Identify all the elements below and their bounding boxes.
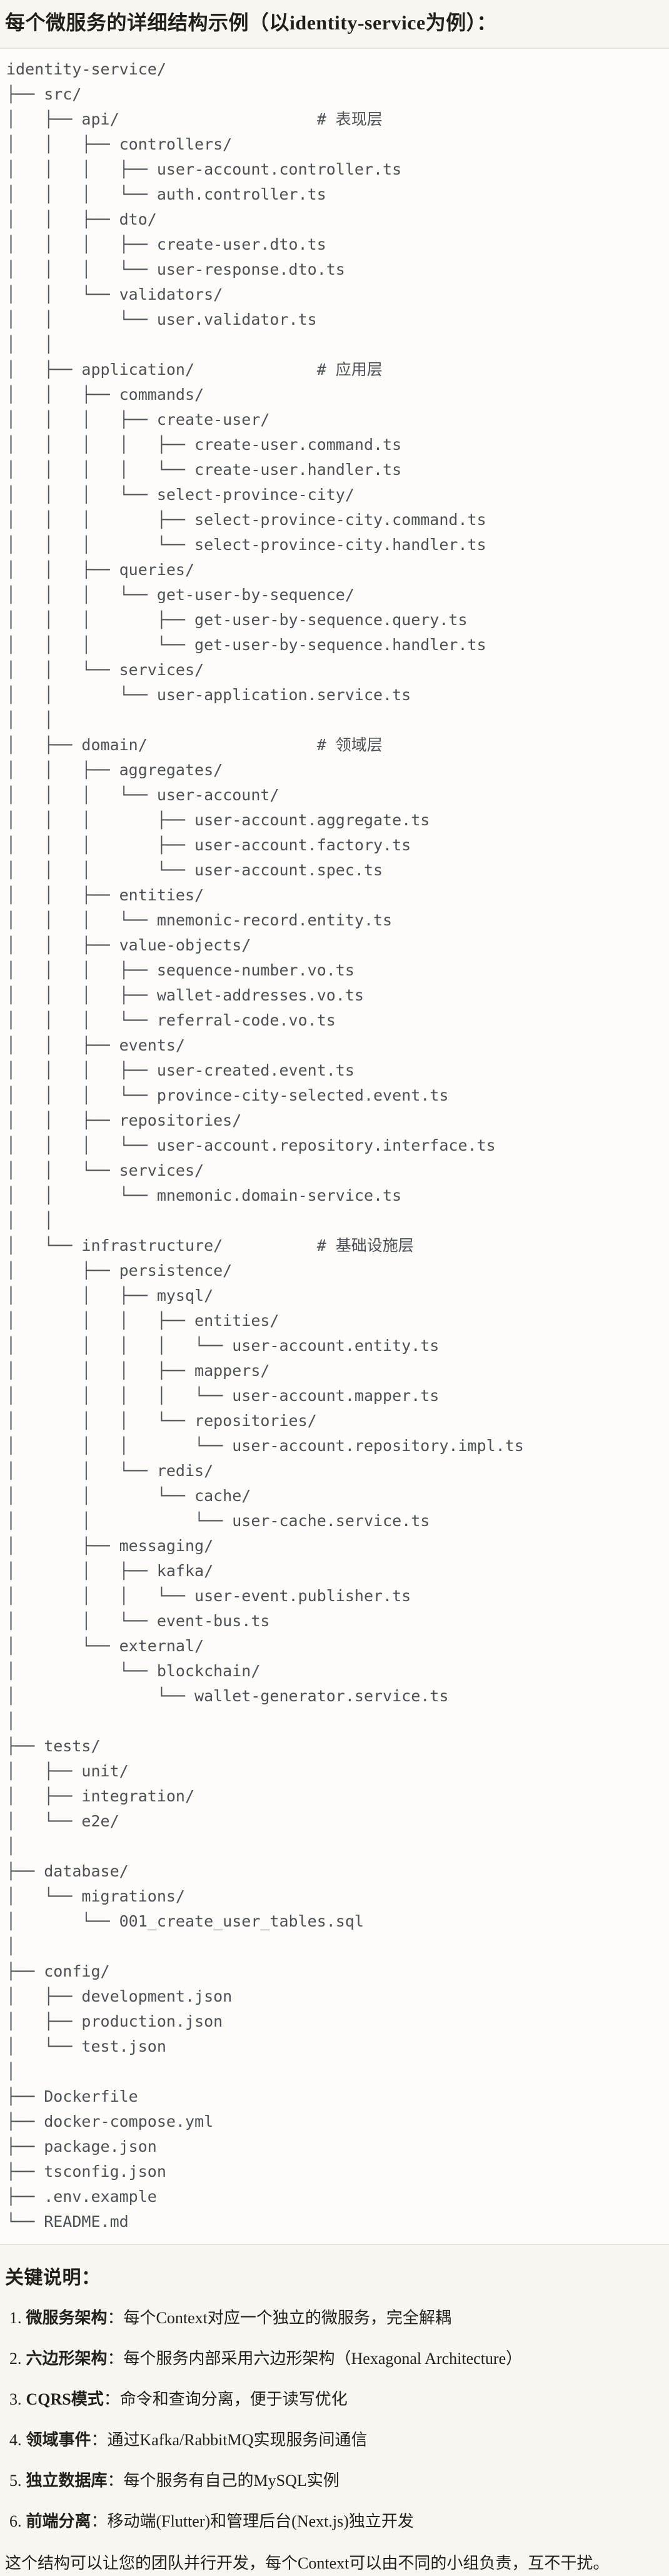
note-label: 微服务架构 bbox=[26, 2309, 108, 2328]
note-text: ：移动端(Flutter)和管理后台(Next.js)独立开发 bbox=[91, 2512, 414, 2531]
note-label: 六边形架构 bbox=[26, 2349, 108, 2368]
note-label: 领域事件 bbox=[26, 2431, 91, 2450]
note-number: 1. bbox=[9, 2309, 22, 2328]
note-number: 5. bbox=[9, 2472, 22, 2490]
notes-section: 关键说明： 1.微服务架构：每个Context对应一个独立的微服务，完全解耦 2… bbox=[0, 2262, 669, 2575]
note-label: 独立数据库 bbox=[26, 2472, 108, 2490]
note-label: 前端分离 bbox=[26, 2512, 91, 2531]
note-label: CQRS模式 bbox=[26, 2390, 104, 2409]
note-number: 3. bbox=[9, 2390, 22, 2409]
note-item-2: 2.六边形架构：每个服务内部采用六边形架构（Hexagonal Architec… bbox=[9, 2347, 663, 2371]
note-item-4: 4.领域事件：通过Kafka/RabbitMQ实现服务间通信 bbox=[9, 2428, 663, 2452]
note-item-6: 6.前端分离：移动端(Flutter)和管理后台(Next.js)独立开发 bbox=[9, 2510, 663, 2533]
directory-tree: identity-service/ ├── src/ │ ├── api/ # … bbox=[6, 60, 524, 2231]
page-title: 每个微服务的详细结构示例（以identity-service为例）： bbox=[5, 11, 497, 34]
note-item-1: 1.微服务架构：每个Context对应一个独立的微服务，完全解耦 bbox=[9, 2306, 663, 2330]
note-text: ：每个Context对应一个独立的微服务，完全解耦 bbox=[107, 2309, 451, 2328]
code-block: identity-service/ ├── src/ │ ├── api/ # … bbox=[0, 48, 669, 2246]
note-item-3: 3.CQRS模式：命令和查询分离，便于读写优化 bbox=[9, 2388, 663, 2411]
note-number: 6. bbox=[9, 2512, 22, 2531]
note-number: 4. bbox=[9, 2431, 22, 2450]
notes-heading: 关键说明： bbox=[5, 2268, 101, 2289]
note-text: ：每个服务内部采用六边形架构（Hexagonal Architecture） bbox=[107, 2349, 523, 2368]
note-item-5: 5.独立数据库：每个服务有自己的MySQL实例 bbox=[9, 2469, 663, 2493]
note-text: ：命令和查询分离，便于读写优化 bbox=[103, 2390, 348, 2409]
note-number: 2. bbox=[9, 2349, 22, 2368]
note-text: ：每个服务有自己的MySQL实例 bbox=[107, 2472, 340, 2490]
note-text: ：通过Kafka/RabbitMQ实现服务间通信 bbox=[91, 2431, 368, 2450]
closing-paragraph: 这个结构可以让您的团队并行开发，每个Context可以由不同的小组负责，互不干扰… bbox=[5, 2554, 610, 2573]
